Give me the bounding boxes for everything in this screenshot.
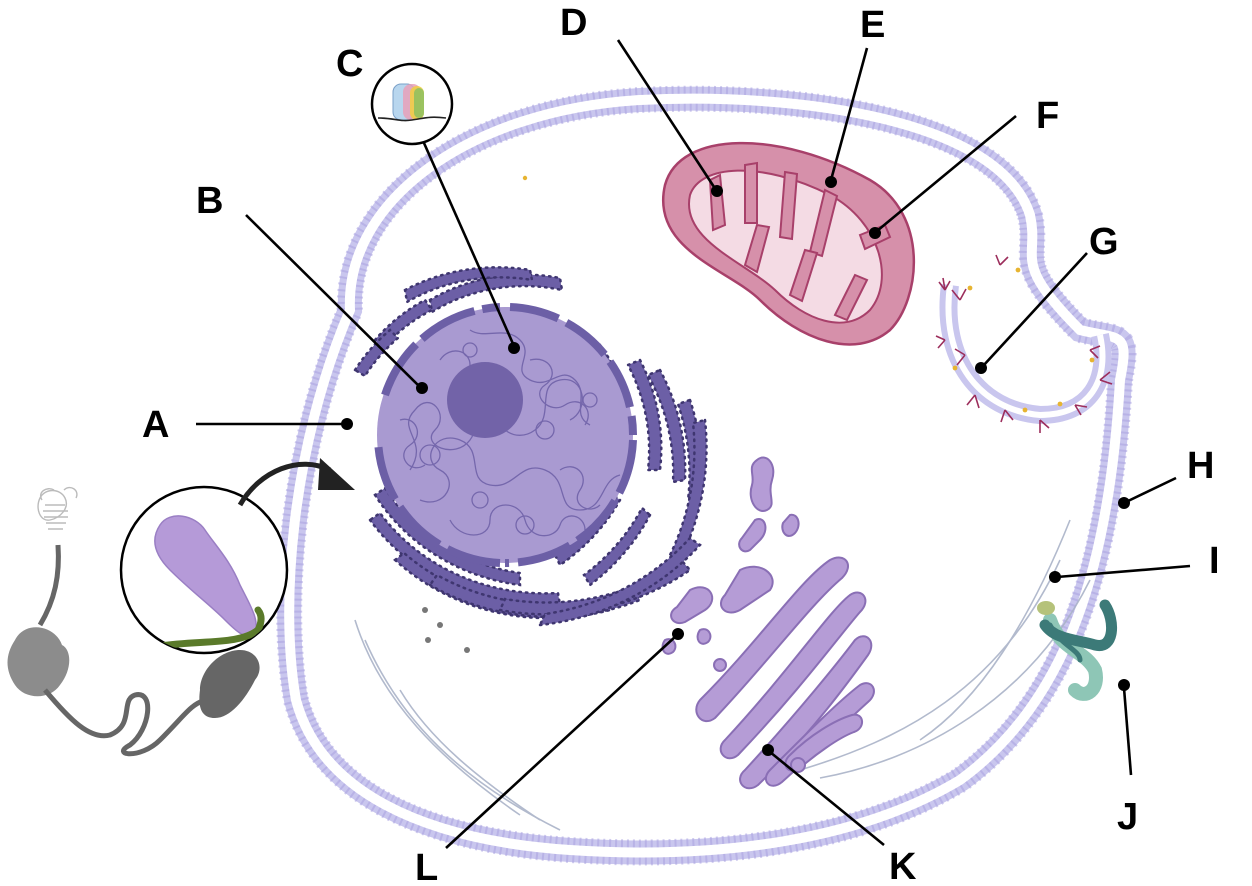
cytoskeleton xyxy=(354,519,1091,831)
leader-B xyxy=(245,214,421,388)
leader-lines xyxy=(196,39,1191,849)
leader-K xyxy=(769,750,885,847)
leader-I xyxy=(1056,564,1191,579)
leader-L xyxy=(445,635,677,849)
label-C: C xyxy=(336,43,363,85)
labels: A B C D E F G H I J K L xyxy=(142,2,1220,886)
label-I: I xyxy=(1209,540,1220,582)
leader-E xyxy=(829,47,869,181)
label-K: K xyxy=(889,846,917,886)
label-J: J xyxy=(1117,796,1138,838)
nucleolus xyxy=(447,362,523,438)
label-H: H xyxy=(1187,445,1214,487)
fusion-protein xyxy=(7,486,260,757)
leader-H xyxy=(1125,476,1177,504)
label-F: F xyxy=(1036,95,1059,137)
membrane-cholesterol xyxy=(522,175,1095,413)
ribosomes-free xyxy=(422,607,470,653)
leader-F xyxy=(876,114,1017,233)
plasma-membrane xyxy=(276,85,1137,866)
label-A: A xyxy=(142,404,169,446)
glycoproteins xyxy=(935,254,1113,433)
label-L: L xyxy=(415,847,438,886)
nucleosome-inset-icon xyxy=(370,62,454,146)
label-G: G xyxy=(1089,221,1119,263)
mitochondrion xyxy=(661,141,916,346)
leader-C xyxy=(422,142,516,347)
label-B: B xyxy=(196,180,223,222)
membrane-protein-complex xyxy=(1037,599,1118,701)
curved-arrow-icon xyxy=(237,461,332,507)
leader-J xyxy=(1122,687,1133,776)
nucleus xyxy=(374,303,637,567)
curved-arrow-icon-head xyxy=(318,458,355,490)
label-D: D xyxy=(560,2,587,44)
leader-G xyxy=(982,252,1088,367)
magnified-inset xyxy=(119,485,289,655)
label-E: E xyxy=(860,4,885,46)
leader-D xyxy=(616,39,718,191)
